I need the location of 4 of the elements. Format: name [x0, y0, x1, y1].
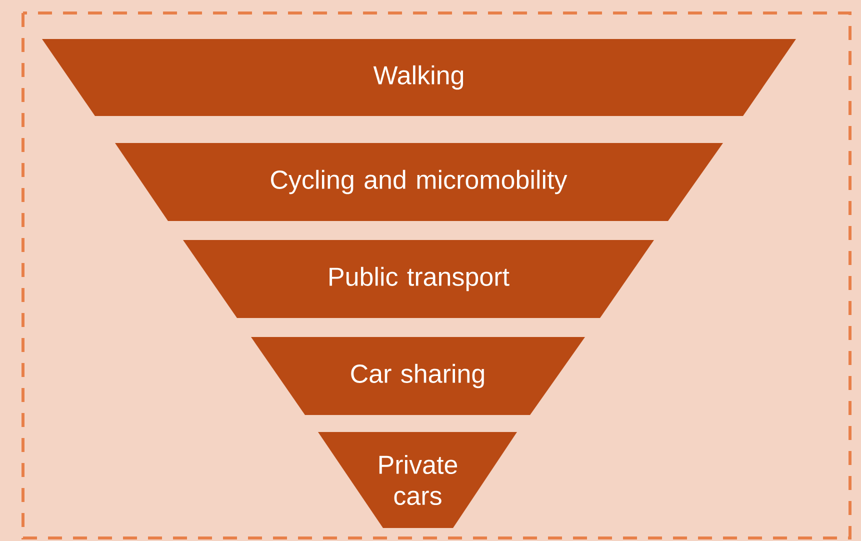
trapezoid-band: Private cars — [318, 432, 517, 528]
trapezoid-band: Public transport — [183, 240, 654, 318]
trapezoid-band: Car sharing — [251, 337, 585, 415]
trapezoid-band: Walking — [42, 39, 796, 116]
